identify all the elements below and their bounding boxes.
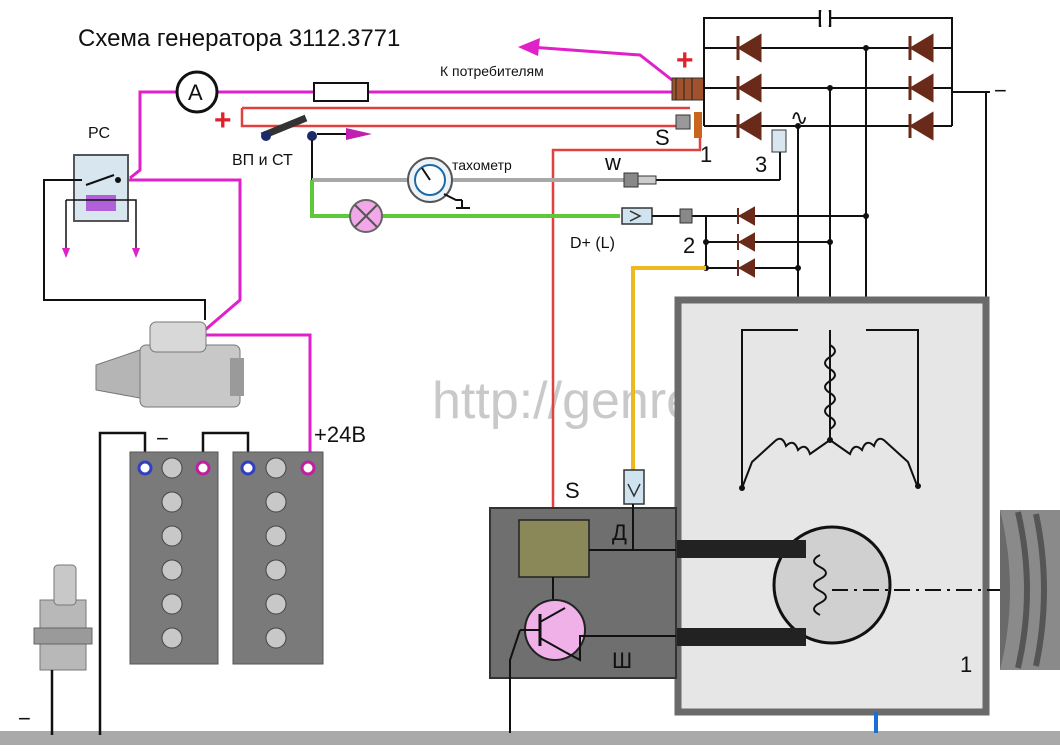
battery-mass-switch[interactable] <box>33 564 93 671</box>
starter-motor <box>95 321 244 408</box>
plus-24v-label: +24В <box>314 422 366 447</box>
plus-sign-switch: + <box>214 104 232 137</box>
brush-lower[interactable] <box>676 628 806 646</box>
minus-sign-bridge: − <box>994 78 1007 103</box>
relay <box>62 154 140 258</box>
dplus-connector <box>621 207 653 225</box>
regulator-d-label: Д <box>612 520 627 545</box>
diagram-title: Схема генератора 3112.3771 <box>78 25 400 52</box>
lamp-wire <box>310 180 620 218</box>
switch-label: ВП и СТ <box>232 152 293 169</box>
sense-wire <box>240 106 702 520</box>
battery-minus-label: − <box>156 426 169 451</box>
battery-right <box>232 451 324 665</box>
consumers-label: К потребителям <box>440 63 544 79</box>
dplus-label: D+ (L) <box>570 235 615 252</box>
ground-bar <box>0 731 1060 745</box>
generator-body <box>674 296 990 716</box>
ammeter <box>175 70 219 114</box>
regulator-chip <box>518 519 590 578</box>
terminal-3-connector <box>771 129 787 153</box>
consumer-arrow <box>518 38 540 56</box>
tachometer <box>407 157 470 209</box>
transistor <box>520 599 586 661</box>
terminal-3-label: 3 <box>755 152 767 177</box>
regulator-connector <box>623 469 645 505</box>
bridge-nodes <box>703 45 869 271</box>
warning-lamp <box>349 199 383 233</box>
relay-label: РС <box>88 125 110 142</box>
plus-24v-text: +24В <box>314 422 366 447</box>
dplus-terminal <box>679 208 693 224</box>
terminal-1-label: 1 <box>700 142 712 167</box>
w-terminal <box>623 172 639 188</box>
battery-wiring <box>98 431 250 735</box>
brush-upper[interactable] <box>676 540 806 558</box>
regulator-wire <box>631 266 706 478</box>
power-diodes <box>736 33 934 141</box>
excitation-diodes <box>737 206 755 278</box>
s-label-top: S <box>655 125 670 150</box>
stator-windings <box>741 329 919 489</box>
output-terminal-block <box>671 77 705 138</box>
ground-minus-label: − <box>18 706 31 731</box>
plus-sign-output: + <box>676 44 694 77</box>
generator-label: 1 <box>960 652 972 677</box>
terminal-2-label: 2 <box>683 233 695 258</box>
power-line <box>116 45 680 465</box>
relay-starter-wire <box>43 179 206 320</box>
regulator-s-label: S <box>565 478 580 503</box>
capacitor <box>818 10 832 27</box>
tachometer-label: тахометр <box>452 157 512 173</box>
w-label: w <box>604 150 621 175</box>
ac-symbol: ∿ <box>790 105 808 130</box>
fuse <box>313 82 369 102</box>
regulator-sh-label: Ш <box>612 648 632 673</box>
ammeter-label: A <box>188 80 203 105</box>
battery-left <box>129 451 219 665</box>
ignition-switch[interactable] <box>260 114 372 141</box>
pulley <box>1000 510 1060 670</box>
